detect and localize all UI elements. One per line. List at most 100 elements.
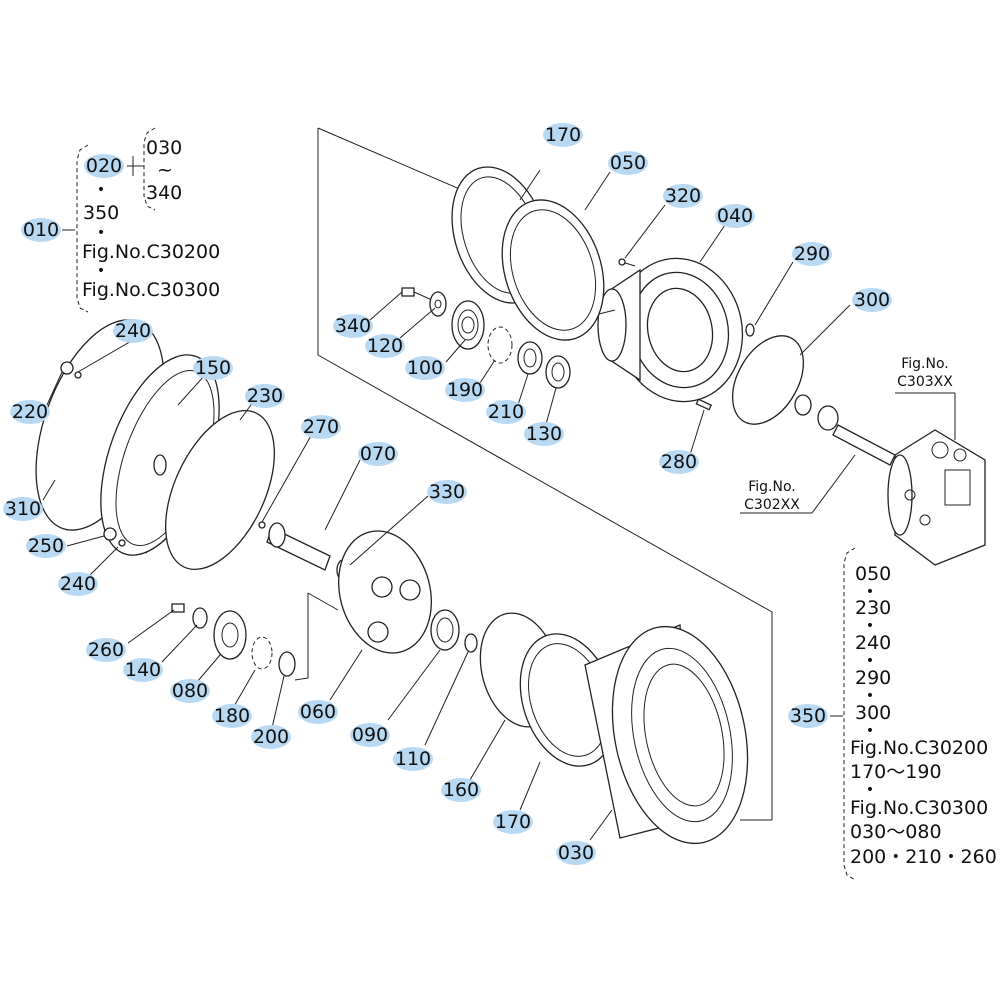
- shaft-070: [258, 521, 331, 571]
- callout-label: 230: [247, 385, 283, 407]
- callout-label: 160: [443, 779, 479, 801]
- callout-320: 320: [663, 184, 703, 208]
- callout-bubble: [663, 184, 703, 208]
- callout-label: 140: [125, 659, 161, 681]
- callout-bubble: [212, 704, 252, 728]
- bearing-180: [251, 636, 273, 670]
- callout-label: 120: [367, 335, 403, 357]
- group350-item: 230: [855, 597, 891, 619]
- group010-item-350: 350: [83, 202, 119, 224]
- o-ring-300: [731, 335, 805, 425]
- callout-bubble: [659, 450, 699, 474]
- callout-label: 280: [661, 451, 697, 473]
- callout-label: 050: [610, 152, 646, 174]
- callout-310: 310: [3, 497, 43, 521]
- callout-label: 080: [172, 680, 208, 702]
- plug-250: [103, 527, 126, 547]
- dot-separator: •: [866, 618, 874, 634]
- dot-separator: •: [866, 723, 874, 739]
- callout-label: 070: [360, 443, 396, 465]
- callout-120: 120: [365, 334, 405, 358]
- group350-item: 050: [855, 563, 891, 585]
- callout-label: 040: [717, 205, 753, 227]
- callout-200: 200: [251, 725, 291, 749]
- callout-bubble: [193, 356, 233, 380]
- dot-separator: •: [866, 688, 874, 704]
- washer-120: [429, 291, 447, 317]
- callout-bubble: [84, 154, 124, 178]
- plug-220: [60, 361, 82, 379]
- callout-220: 220: [10, 400, 50, 424]
- callout-210: 210: [486, 400, 526, 424]
- group350-item: 170～190: [850, 761, 942, 783]
- sub020-first: 030: [146, 137, 182, 159]
- gear-090: [430, 609, 460, 651]
- group350-item: 030～080: [850, 821, 942, 843]
- callout-070: 070: [358, 442, 398, 466]
- callout-010: 010: [21, 218, 61, 242]
- callout-label: 180: [214, 705, 250, 727]
- callout-bubble: [58, 572, 98, 596]
- dot-separator: •: [866, 782, 874, 798]
- callout-label: 290: [794, 243, 830, 265]
- callout-140: 140: [123, 658, 163, 682]
- group010-fig2: Fig.No.C30300: [82, 279, 220, 301]
- callout-bubble: [86, 638, 126, 662]
- callout-350: 350: [788, 704, 828, 728]
- callout-bubble: [445, 378, 485, 402]
- group350-item: Fig.No.C30300: [850, 797, 988, 819]
- bushing-210: [517, 341, 543, 375]
- callout-bubble: [524, 422, 564, 446]
- callout-label: 260: [88, 639, 124, 661]
- callout-label: 310: [5, 498, 41, 520]
- part-callouts: 0100203501700503200402903003401201001902…: [3, 123, 892, 865]
- callout-bubble: [3, 497, 43, 521]
- group350-item: 300: [855, 702, 891, 724]
- bolt-260: [171, 603, 185, 613]
- callout-label: 300: [854, 289, 890, 311]
- callout-label: 110: [395, 748, 431, 770]
- dot-separator: •: [866, 653, 874, 669]
- callout-label: 170: [545, 124, 581, 146]
- bracket-350: [843, 547, 856, 881]
- callout-bubble: [21, 218, 61, 242]
- callout-bubble: [852, 288, 892, 312]
- callout-bubble: [26, 534, 66, 558]
- callout-150: 150: [193, 356, 233, 380]
- callout-bubble: [792, 242, 832, 266]
- washer-110: [464, 633, 478, 653]
- callout-label: 270: [303, 416, 339, 438]
- callout-260: 260: [86, 638, 126, 662]
- bolt-340: [401, 287, 433, 301]
- callout-bubble: [170, 679, 210, 703]
- callout-bubble: [251, 725, 291, 749]
- callout-230: 230: [245, 384, 285, 408]
- dot-separator: •: [866, 584, 874, 600]
- leader-lines: [42, 165, 956, 841]
- callout-bubble: [486, 400, 526, 424]
- callout-250: 250: [26, 534, 66, 558]
- callout-label: 340: [335, 315, 371, 337]
- ring-050: [501, 199, 605, 341]
- callout-label: 190: [447, 379, 483, 401]
- callout-bubble: [441, 778, 481, 802]
- dot-separator: •: [97, 225, 105, 241]
- callout-bubble: [113, 319, 153, 343]
- callout-240: 240: [113, 319, 153, 343]
- callout-bubble: [301, 415, 341, 439]
- callout-label: 100: [407, 357, 443, 379]
- callout-090: 090: [350, 723, 390, 747]
- callout-270: 270: [301, 415, 341, 439]
- o-ring-290: [745, 323, 755, 337]
- shaft-c302: [794, 394, 896, 466]
- callout-bubble: [788, 704, 828, 728]
- callout-bubble: [123, 658, 163, 682]
- callout-label: 240: [115, 320, 151, 342]
- callout-bubble: [10, 400, 50, 424]
- callout-label: 350: [790, 705, 826, 727]
- callout-060: 060: [298, 700, 338, 724]
- callout-label: 210: [488, 401, 524, 423]
- callout-190: 190: [445, 378, 485, 402]
- callout-100: 100: [405, 356, 445, 380]
